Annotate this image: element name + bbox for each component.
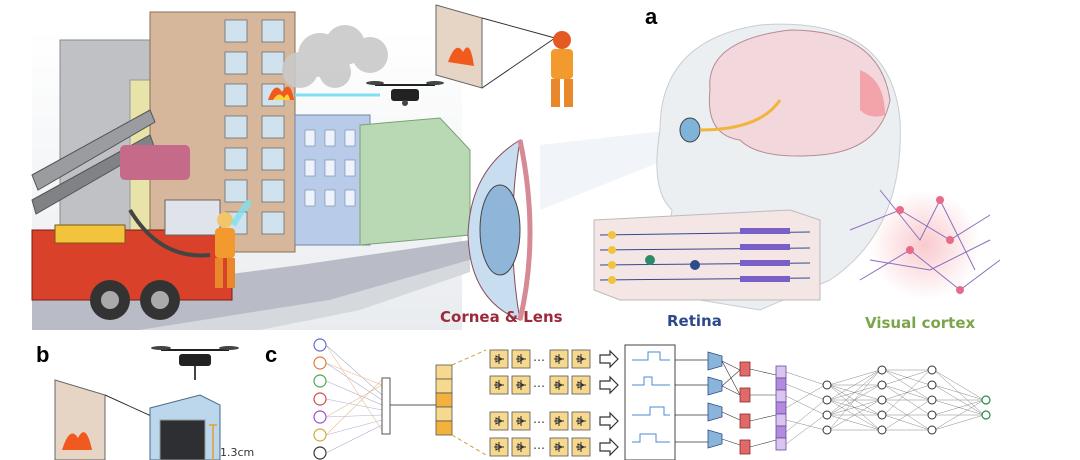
neural-network-icon: ⋯ ⋯ ⋯ ⋯ xyxy=(313,338,991,460)
svg-text:⋯: ⋯ xyxy=(533,353,545,367)
drone-icon xyxy=(151,346,239,380)
sensor-setup xyxy=(54,346,239,460)
caption-retina: Retina xyxy=(667,312,722,330)
retina-illustration xyxy=(593,209,821,301)
arrow-right-icon xyxy=(599,349,619,457)
firefighter-icon xyxy=(551,31,573,107)
svg-text:⋯: ⋯ xyxy=(533,379,545,393)
caption-cornea-lens: Cornea & Lens xyxy=(440,308,563,326)
building-green xyxy=(359,117,471,246)
smoke-icon xyxy=(282,25,388,88)
scale-label: 1.3cm xyxy=(220,446,254,459)
neuron-icon xyxy=(849,189,1001,300)
svg-text:⋯: ⋯ xyxy=(533,441,545,455)
monitor-view xyxy=(435,4,556,89)
panel-label-c: c xyxy=(265,342,277,367)
image-sensor-chip-icon xyxy=(149,394,221,460)
caption-visual-cortex: Visual cortex xyxy=(865,314,976,332)
firefighter-icon xyxy=(215,199,251,288)
panel-label-a: a xyxy=(645,4,658,29)
building-tall xyxy=(149,11,296,253)
fire-truck-icon xyxy=(31,145,233,320)
city-scene xyxy=(31,11,471,330)
drone-icon xyxy=(366,81,444,106)
svg-text:⋯: ⋯ xyxy=(533,415,545,429)
eye-icon xyxy=(467,139,533,321)
panel-label-b: b xyxy=(36,342,49,367)
